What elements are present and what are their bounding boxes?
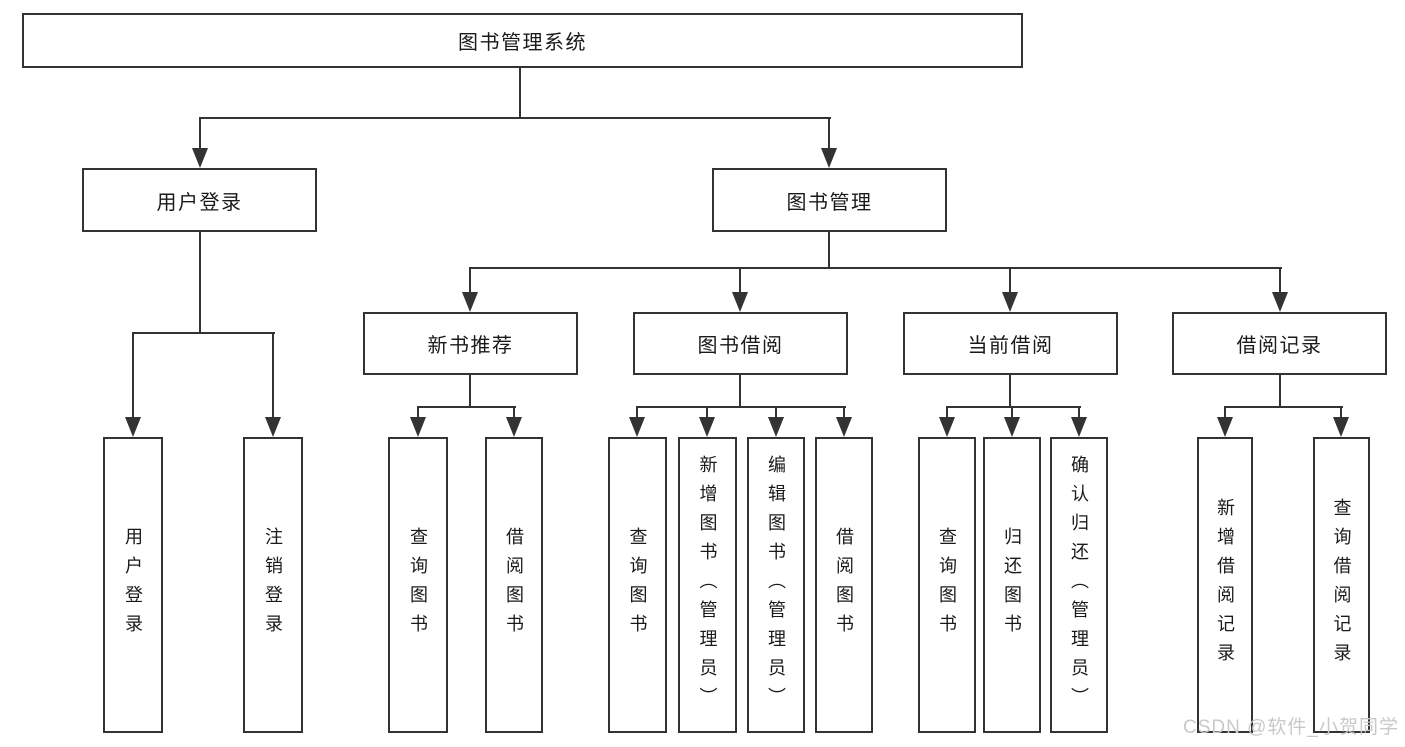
arrow-down-icon [125, 417, 141, 437]
arrow-down-icon [410, 417, 426, 437]
node-book-management: 图书管理 [712, 168, 947, 232]
connector-line [828, 232, 830, 268]
connector-line [1009, 375, 1011, 407]
connector-line [828, 118, 830, 150]
connector-line [636, 407, 638, 419]
arrow-down-icon [1071, 417, 1087, 437]
arrow-down-icon [192, 148, 208, 168]
leaf-query-books-current: 查询图书 [918, 437, 976, 733]
node-current-borrowing: 当前借阅 [903, 312, 1118, 375]
connector-line [513, 407, 515, 419]
connector-line [1078, 407, 1080, 419]
connector-line [739, 268, 741, 294]
leaf-label: 查询借阅记录 [1331, 498, 1352, 672]
leaf-label: 新增借阅记录 [1215, 498, 1235, 672]
leaf-label: 借阅图书 [834, 527, 854, 643]
arrow-down-icon [1333, 417, 1349, 437]
arrow-down-icon [462, 292, 478, 312]
arrow-down-icon [939, 417, 955, 437]
connector-line [739, 375, 741, 407]
arrow-down-icon [699, 417, 715, 437]
node-label: 新书推荐 [427, 335, 514, 357]
node-label: 图书管理 [786, 191, 873, 214]
leaf-borrow-books-borrowing: 借阅图书 [815, 437, 873, 733]
leaf-query-borrow-record: 查询借阅记录 [1313, 437, 1370, 733]
leaf-label: 注销登录 [263, 527, 283, 643]
connector-line [775, 407, 777, 419]
arrow-down-icon [732, 292, 748, 312]
arrow-down-icon [1004, 417, 1020, 437]
arrow-down-icon [768, 417, 784, 437]
leaf-label: 用户登录 [123, 527, 143, 643]
connector-line [1224, 406, 1343, 408]
leaf-label: 归还图书 [1002, 527, 1022, 643]
connector-line [636, 406, 846, 408]
connector-line [843, 407, 845, 419]
connector-line [946, 406, 1081, 408]
leaf-edit-book-admin: 编辑图书（管理员） [747, 437, 805, 733]
connector-line [417, 406, 516, 408]
arrow-down-icon [836, 417, 852, 437]
leaf-label: 新增图书（管理员） [697, 454, 718, 716]
connector-line [469, 268, 471, 294]
connector-line [199, 118, 201, 150]
connector-line [469, 267, 1282, 269]
node-label: 图书借阅 [697, 335, 784, 357]
connector-line [946, 407, 948, 419]
connector-line [1279, 375, 1281, 407]
arrow-down-icon [1272, 292, 1288, 312]
node-book-management-system: 图书管理系统 [22, 13, 1023, 68]
connector-line [1009, 268, 1011, 294]
leaf-borrow-books-recommend: 借阅图书 [485, 437, 543, 733]
arrow-down-icon [821, 148, 837, 168]
leaf-label: 编辑图书（管理员） [766, 454, 786, 716]
leaf-label: 查询图书 [937, 527, 957, 643]
connector-line [1279, 268, 1281, 294]
arrow-down-icon [506, 417, 522, 437]
node-label: 当前借阅 [967, 335, 1054, 357]
arrow-down-icon [629, 417, 645, 437]
connector-line [469, 375, 471, 407]
node-book-borrowing: 图书借阅 [633, 312, 848, 375]
connector-line [199, 117, 831, 119]
leaf-label: 借阅图书 [504, 527, 524, 643]
leaf-user-login: 用户登录 [103, 437, 163, 733]
leaf-logout: 注销登录 [243, 437, 303, 733]
arrow-down-icon [1002, 292, 1018, 312]
leaf-add-borrow-record: 新增借阅记录 [1197, 437, 1253, 733]
connector-line [1340, 407, 1342, 419]
leaf-add-book-admin: 新增图书（管理员） [678, 437, 737, 733]
leaf-query-books-recommend: 查询图书 [388, 437, 448, 733]
connector-line [1011, 407, 1013, 419]
node-label: 借阅记录 [1236, 335, 1323, 357]
watermark-text: CSDN @软件_小贺同学 [1183, 717, 1399, 738]
leaf-label: 确认归还（管理员） [1069, 454, 1089, 716]
leaf-label: 查询图书 [627, 527, 648, 643]
connector-line [519, 68, 521, 118]
node-label: 图书管理系统 [458, 32, 587, 54]
connector-line [132, 333, 134, 419]
connector-line [1224, 407, 1226, 419]
connector-line [132, 332, 275, 334]
node-new-book-recommend: 新书推荐 [363, 312, 578, 375]
node-label: 用户登录 [156, 191, 243, 214]
connector-line [417, 407, 419, 419]
leaf-confirm-return-admin: 确认归还（管理员） [1050, 437, 1108, 733]
arrow-down-icon [265, 417, 281, 437]
node-user-login: 用户登录 [82, 168, 317, 232]
node-borrowing-records: 借阅记录 [1172, 312, 1387, 375]
connector-line [272, 333, 274, 419]
arrow-down-icon [1217, 417, 1233, 437]
leaf-return-books: 归还图书 [983, 437, 1041, 733]
leaf-query-books-borrowing: 查询图书 [608, 437, 667, 733]
connector-line [199, 232, 201, 333]
connector-line [706, 407, 708, 419]
leaf-label: 查询图书 [408, 527, 428, 643]
